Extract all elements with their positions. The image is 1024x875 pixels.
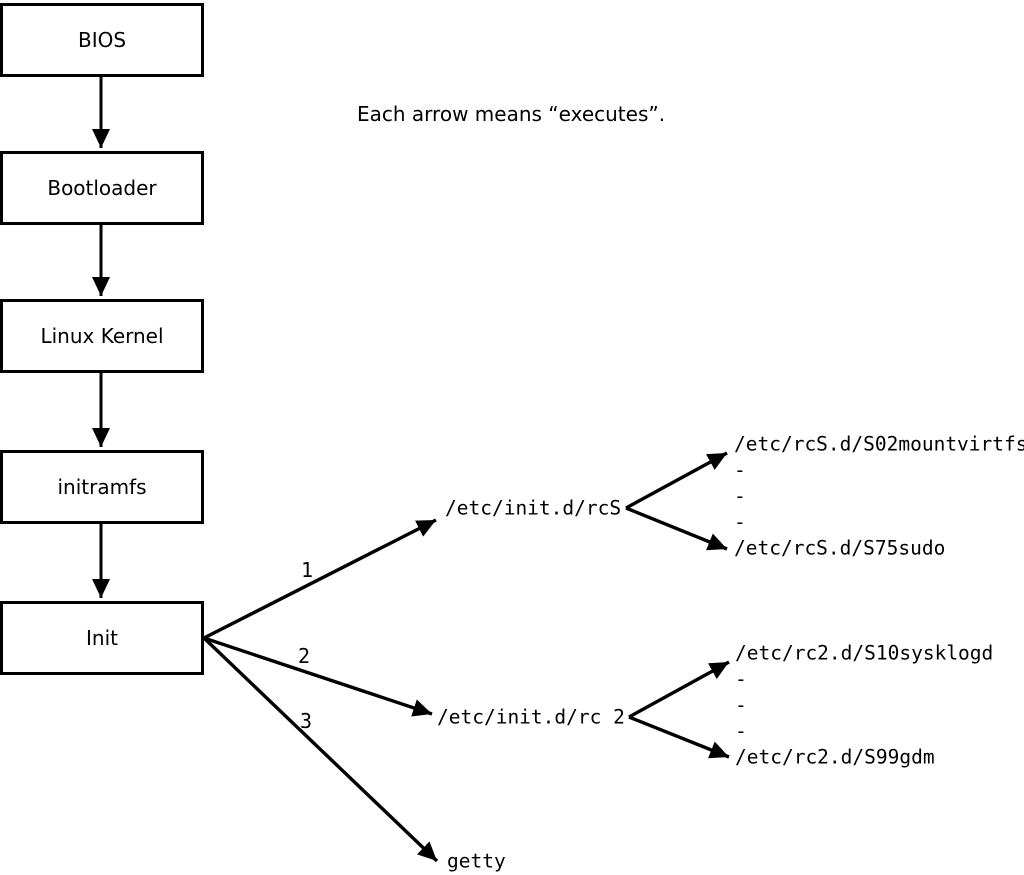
branch-order-2: 2 xyxy=(297,644,311,668)
arrow-rc2-to-s10sysklogd xyxy=(628,660,730,719)
rcs-child-s02mountvirtfs: /etc/rcS.d/S02mountvirtfs xyxy=(734,432,1024,456)
rcs-child-s75sudo: /etc/rcS.d/S75sudo xyxy=(734,536,946,560)
target-rc2-label: /etc/init.d/rc 2 xyxy=(437,705,625,729)
box-bios: BIOS xyxy=(0,3,204,77)
branch-order-3: 3 xyxy=(299,709,313,733)
arrow-init-to-getty xyxy=(202,636,439,863)
rc2-ellipsis-dash-3: - xyxy=(735,719,747,743)
box-init-label: Init xyxy=(86,626,118,650)
rcs-ellipsis-dash-3: - xyxy=(734,510,746,534)
box-initramfs-label: initramfs xyxy=(57,475,147,499)
box-bootloader-label: Bootloader xyxy=(47,176,157,200)
target-getty-label: getty xyxy=(447,849,506,873)
rcs-ellipsis-dash-1: - xyxy=(734,458,746,482)
box-init: Init xyxy=(0,601,204,675)
arrow-rc2-to-s99gdm xyxy=(628,715,730,759)
box-bios-label: BIOS xyxy=(77,28,127,52)
arrow-rcs-to-s75sudo xyxy=(625,506,728,551)
target-rcs-label: /etc/init.d/rcS xyxy=(445,496,622,520)
box-initramfs: initramfs xyxy=(0,450,204,524)
branch-order-1: 1 xyxy=(300,558,314,582)
arrow-init-to-rcs xyxy=(203,518,437,640)
rc2-ellipsis-dash-2: - xyxy=(735,693,747,717)
box-linux-kernel-label: Linux Kernel xyxy=(40,324,164,348)
box-bootloader: Bootloader xyxy=(0,151,204,225)
rc2-child-s99gdm: /etc/rc2.d/S99gdm xyxy=(735,745,935,769)
box-linux-kernel: Linux Kernel xyxy=(0,299,204,373)
arrow-rcs-to-s02mountvirtfs xyxy=(625,451,728,510)
rc2-ellipsis-dash-1: - xyxy=(735,667,747,691)
note-text: Each arrow means “executes”. xyxy=(357,102,666,126)
rc2-child-s10sysklogd: /etc/rc2.d/S10sysklogd xyxy=(735,641,994,665)
arrow-init-to-rc2 xyxy=(203,636,433,717)
rcs-ellipsis-dash-2: - xyxy=(734,484,746,508)
